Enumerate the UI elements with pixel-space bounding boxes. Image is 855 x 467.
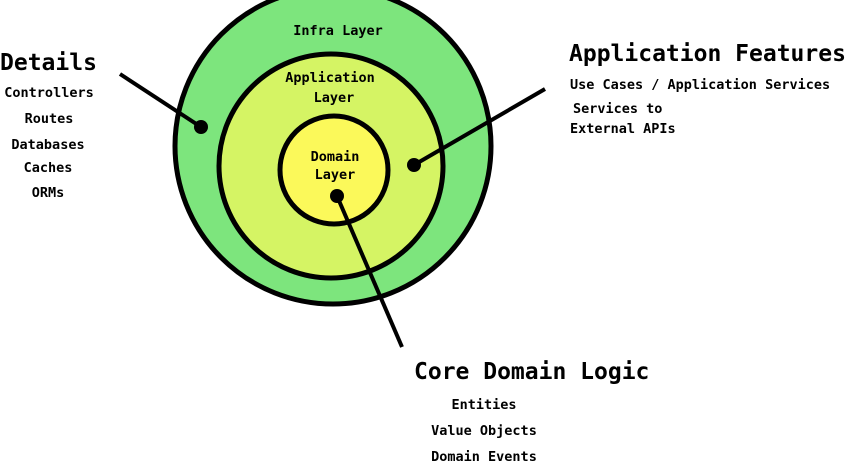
- core-domain-logic-item: Domain Events: [431, 449, 537, 465]
- details-item: Caches: [24, 160, 73, 176]
- application-features-pointer-dot: [407, 158, 421, 172]
- core-domain-logic-item: Entities: [451, 397, 516, 413]
- details-item: Controllers: [4, 85, 93, 101]
- details-item: ORMs: [32, 185, 65, 201]
- application-layer-label-line2: Layer: [314, 90, 355, 106]
- application-features-title: Application Features: [569, 41, 846, 67]
- details-leader-line: [118, 72, 203, 129]
- core-domain-logic-leader-line: [335, 195, 404, 348]
- application-features-leader-line: [412, 87, 547, 167]
- core-domain-logic-pointer-dot: [330, 189, 344, 203]
- domain-layer-ring: [277, 113, 391, 227]
- details-title: Details: [0, 50, 97, 76]
- application-features-item: Use Cases / Application Services: [570, 77, 830, 93]
- domain-layer-label-line1: Domain: [311, 149, 360, 165]
- application-layer-label-line1: Application: [285, 70, 374, 86]
- infra-layer-label: Infra Layer: [293, 23, 382, 39]
- details-item: Routes: [25, 111, 74, 127]
- core-domain-logic-title: Core Domain Logic: [414, 359, 649, 385]
- details-pointer-dot: [194, 120, 208, 134]
- domain-layer-label-line2: Layer: [315, 167, 356, 183]
- core-domain-logic-item: Value Objects: [431, 423, 537, 439]
- application-features-item: External APIs: [570, 121, 676, 137]
- details-item: Databases: [11, 137, 84, 153]
- application-features-item: Services to: [573, 101, 662, 117]
